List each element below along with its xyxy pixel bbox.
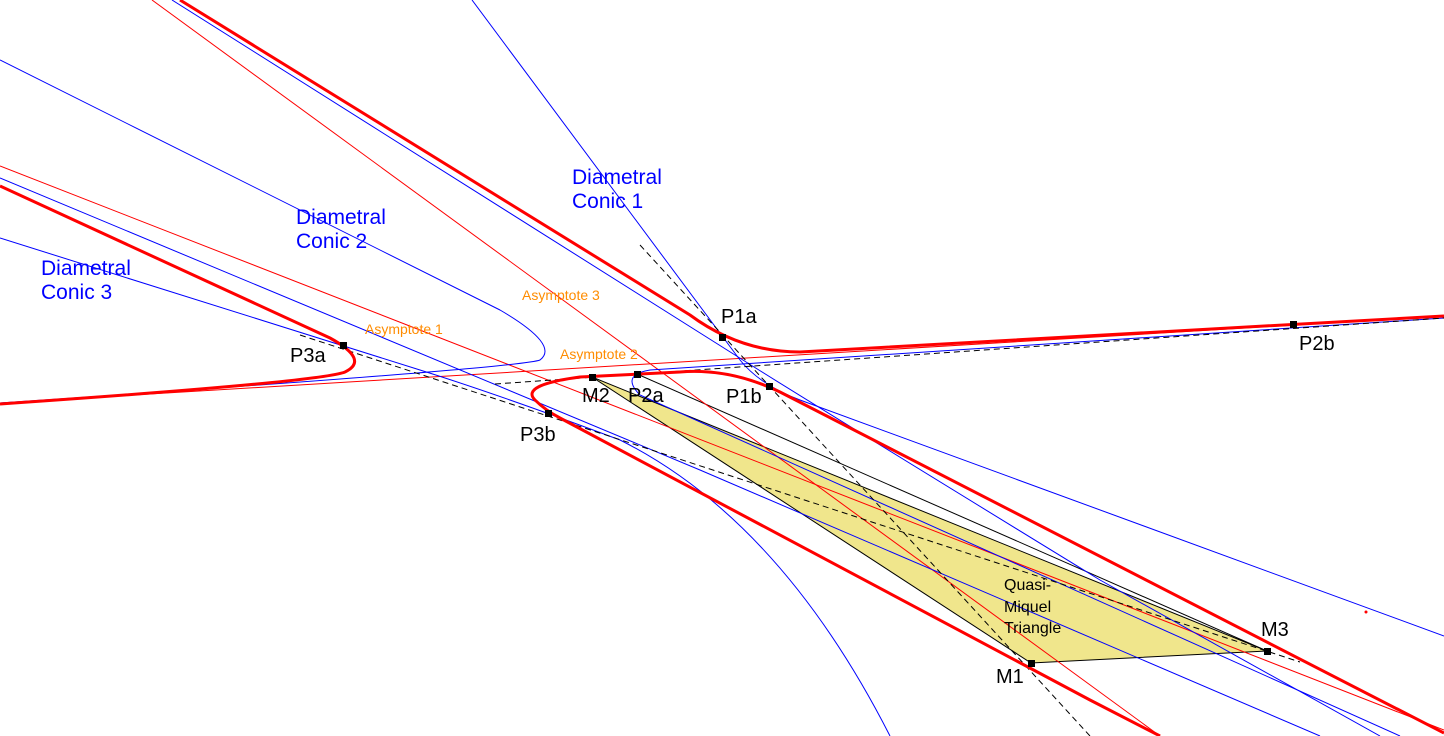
point-label-P1a: P1a <box>721 306 757 328</box>
point-M1[interactable] <box>1028 660 1035 667</box>
diametral-conic-2-branch <box>631 317 1444 736</box>
point-M3[interactable] <box>1264 648 1271 655</box>
point-label-M3: M3 <box>1261 619 1289 641</box>
point-label-M2: M2 <box>582 385 610 407</box>
dashed-line-3 <box>639 244 1091 736</box>
dashed-line-2 <box>299 334 1301 663</box>
small-red-dot <box>1364 610 1368 614</box>
asymptote-3-line <box>151 0 1161 736</box>
point-P3b[interactable] <box>545 410 552 417</box>
point-label-P3a: P3a <box>290 345 326 367</box>
asymptote-1-line <box>0 165 1444 731</box>
diametral-conic-2-label: Diametral Conic 2 <box>296 206 386 254</box>
diametral-conic-3-label: Diametral Conic 3 <box>41 257 131 305</box>
point-M2[interactable] <box>589 374 596 381</box>
asymptote-2-label: Asymptote 2 <box>560 346 638 362</box>
point-P1a[interactable] <box>719 334 726 341</box>
asymptote-1-label: Asymptote 1 <box>365 321 443 337</box>
diametral-conic-1-label: Diametral Conic 1 <box>572 166 662 214</box>
triangle-cevian <box>636 373 1268 652</box>
diametral-conic-3 <box>0 237 891 736</box>
point-P3a[interactable] <box>340 342 347 349</box>
dashed-line-1 <box>494 317 1444 385</box>
point-label-M1: M1 <box>996 666 1024 688</box>
point-label-P2a: P2a <box>628 385 664 407</box>
quasi-miquel-triangle-label: Quasi- Miquel Triangle <box>1004 577 1062 638</box>
hyperbola-branch-2 <box>0 184 357 406</box>
diametral-conic-1 <box>471 0 1444 637</box>
point-label-P3b: P3b <box>520 424 556 446</box>
point-label-P1b: P1b <box>726 386 762 408</box>
point-P2b[interactable] <box>1290 321 1297 328</box>
point-P1b[interactable] <box>766 383 773 390</box>
points-layer <box>340 321 1297 667</box>
hyperbola-branch-1 <box>179 0 1444 354</box>
diametral-conic-3-branch <box>0 177 1321 736</box>
point-label-P2b: P2b <box>1299 333 1335 355</box>
point-P2a[interactable] <box>634 371 641 378</box>
asymptote-3-label: Asymptote 3 <box>522 287 600 303</box>
quasi-miquel-triangle <box>591 376 1268 664</box>
diametral-conic-2 <box>0 59 546 404</box>
